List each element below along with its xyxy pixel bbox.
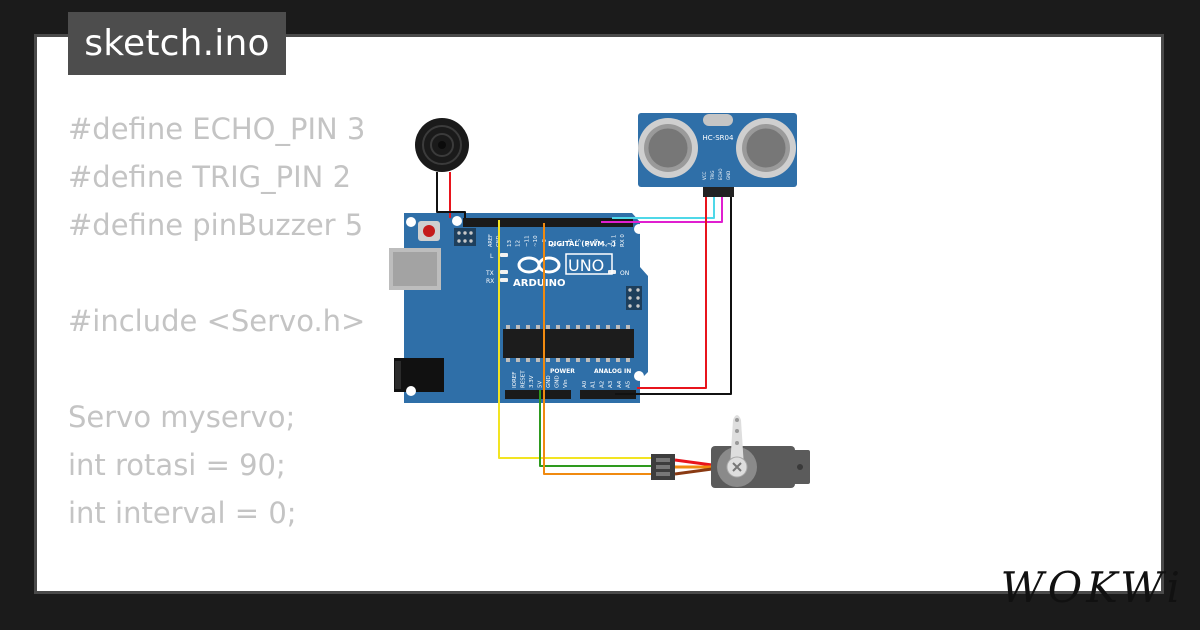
- wire-buzzer-black: [436, 172, 466, 218]
- code-line: #define TRIG_PIN 2: [68, 160, 352, 194]
- sensor-pin-labels: VCC TRIG ECHO GND: [702, 169, 731, 181]
- code-background: #define ECHO_PIN 3 #define TRIG_PIN 2 #def…: [68, 105, 430, 591]
- file-tab[interactable]: sketch.ino: [68, 12, 286, 75]
- analog-pin-label: A5: [626, 380, 632, 388]
- sensor-pin-vcc: VCC: [702, 171, 707, 180]
- code-line: #include <Servo.h>: [68, 304, 366, 338]
- wire-gnd-black: [615, 197, 732, 395]
- wires: [436, 172, 732, 475]
- digital-pin-label: TX 1: [611, 235, 617, 248]
- power-pin-label: 3.3V: [529, 375, 535, 388]
- power-pin-label: GND: [555, 375, 561, 388]
- sensor-pin-trig: TRIG: [710, 170, 715, 181]
- power-pin-label: Vin: [563, 379, 569, 388]
- digital-pin-label: 8: [551, 243, 557, 247]
- digital-pin-label: ~6: [568, 238, 574, 247]
- arduino-model: UNO: [568, 256, 604, 275]
- code-line: int interval = 0;: [68, 496, 297, 530]
- power-label: POWER: [550, 368, 575, 375]
- power-pin-label: RESET: [521, 370, 527, 388]
- digital-pin-label: 13: [507, 240, 513, 247]
- arduino-infinity-icon: [517, 256, 561, 274]
- power-pin-label: IOREF: [512, 372, 518, 388]
- sensor-pin-gnd: GND: [726, 171, 731, 180]
- arduino-uno-board[interactable]: L TX RX ON DIGITAL (PWM ~) POWER ANALOG …: [389, 213, 648, 403]
- ultrasonic-sensor-icon[interactable]: HC-SR04 VCC TRIG ECHO GND: [638, 113, 797, 197]
- power-pin-label: GND: [546, 375, 552, 388]
- analog-pin-label: A3: [608, 380, 614, 388]
- analog-pin-label: A1: [591, 381, 597, 388]
- sensor-pin-echo: ECHO: [718, 169, 723, 180]
- digital-pin-label: ~5: [577, 238, 583, 247]
- sensor-label: HC-SR04: [703, 134, 734, 142]
- arduino-brand: ARDUINO: [513, 278, 565, 289]
- led-l-label: L: [490, 253, 494, 260]
- digital-pin-label: 2: [603, 244, 609, 248]
- code-line: #define pinBuzzer 5: [68, 208, 364, 242]
- wire-vcc-red: [637, 197, 707, 389]
- digital-pin-label: ~11: [524, 235, 530, 247]
- digital-pin-label: RX 0: [620, 234, 626, 247]
- wire-servo-green: [539, 390, 652, 467]
- digital-label: DIGITAL (PWM ~): [548, 240, 616, 248]
- analog-pin-label: A0: [582, 380, 588, 388]
- wokwi-logo: WOKWi: [1000, 563, 1184, 612]
- led-rx-label: RX: [486, 278, 494, 285]
- led-on-label: ON: [620, 270, 629, 277]
- code-line: Servo myservo;: [68, 400, 296, 434]
- digital-pin-label: 4: [585, 243, 591, 247]
- code-line: #define ECHO_PIN 3: [68, 112, 366, 146]
- wire-servo-orange: [543, 223, 652, 475]
- wire-trig-cyan: [612, 197, 715, 219]
- led-tx-label: TX: [485, 270, 494, 277]
- digital-pin-label: ~10: [533, 235, 539, 247]
- analog-pin-label: A2: [599, 381, 605, 388]
- digital-pin-label: ~3: [594, 238, 600, 247]
- analog-pin-label: A4: [617, 380, 623, 388]
- buzzer-icon[interactable]: [415, 118, 469, 172]
- digital-pin-label: 7: [559, 243, 565, 247]
- wire-servo-yellow: [498, 220, 652, 459]
- aref-pin-label: AREF: [488, 234, 494, 247]
- analog-label: ANALOG IN: [594, 368, 631, 375]
- wire-echo-magenta: [601, 197, 723, 223]
- preview-frame: #define ECHO_PIN 3 #define TRIG_PIN 2 #def…: [34, 34, 1164, 594]
- code-line: int rotasi = 90;: [68, 448, 286, 482]
- servo-icon[interactable]: [651, 415, 810, 488]
- power-pin-label: 5V: [538, 381, 544, 388]
- digital-pin-label: 12: [516, 240, 522, 247]
